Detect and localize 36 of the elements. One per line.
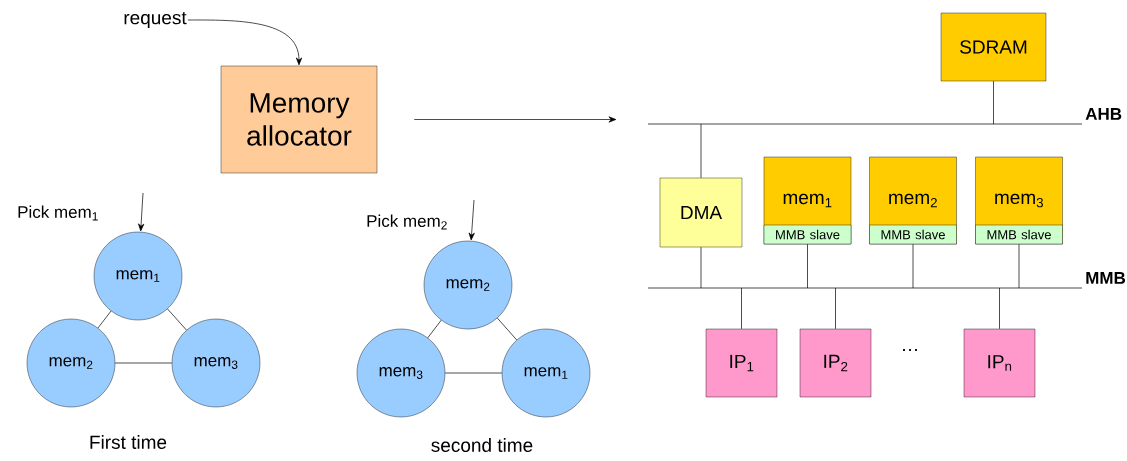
connector-line — [427, 319, 442, 339]
request-text: request — [124, 11, 187, 29]
connector-line — [444, 372, 503, 374]
ip-box: IP$_{n}$ — [963, 328, 1036, 398]
connector-line — [167, 308, 187, 331]
slave-band: MMB slave — [869, 224, 957, 245]
connector-line — [835, 287, 836, 330]
connector-line — [912, 243, 914, 289]
node-label: Pick mem$_{1}$ — [18, 205, 98, 221]
connector-line — [97, 310, 112, 329]
connector-line — [807, 243, 808, 289]
process-box: Memory allocator — [220, 65, 378, 174]
dma-box: DMA — [659, 177, 743, 248]
slave-band: MMB slave — [975, 224, 1063, 245]
caption: second time — [431, 438, 533, 452]
arrow — [413, 116, 617, 123]
connector-line — [114, 362, 173, 364]
connector-line — [496, 317, 518, 341]
arrow — [468, 199, 475, 241]
node-label: Pick mem$_{2}$ — [367, 214, 447, 230]
arrow — [187, 19, 303, 66]
ellipsis-text: … — [903, 349, 917, 351]
bus-line: MMB — [647, 272, 1126, 289]
ip-box: IP$_{1}$ — [705, 328, 778, 398]
connector-line — [993, 80, 994, 125]
caption: First time — [90, 435, 167, 449]
connector-line — [1018, 243, 1020, 289]
bus-line: AHB — [647, 108, 1122, 125]
connector-line — [999, 287, 1000, 330]
slave-band: MMB slave — [763, 224, 852, 245]
connector-line — [741, 287, 742, 330]
ip-box: IP$_{2}$ — [799, 328, 872, 398]
memory-box: SDRAM — [940, 12, 1047, 82]
arrow — [138, 192, 145, 232]
connector-line — [700, 246, 702, 289]
connector-line — [700, 123, 702, 179]
